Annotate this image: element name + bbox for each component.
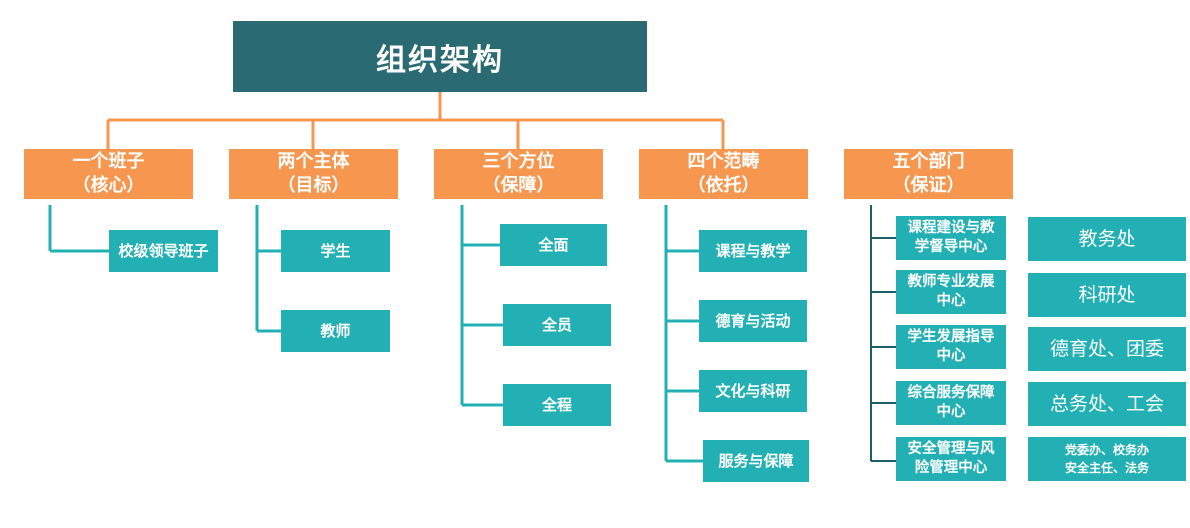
group-header-5: 五个部门 （保证） (844, 149, 1013, 199)
node-culture-research: 文化与科研 (699, 370, 807, 412)
group-header-1-subtitle: （核心） (72, 175, 145, 196)
office-party-school-line1: 党委办、校务办 (1064, 443, 1149, 457)
group-header-4-title: 四个范畴 (687, 151, 760, 172)
group-header-2-title: 两个主体 (277, 151, 350, 172)
group-header-2-subtitle: （目标） (277, 175, 350, 196)
group-header-3: 三个方位 （保障） (434, 149, 603, 199)
office-general-affairs: 总务处、工会 (1028, 382, 1186, 426)
group-header-4-subtitle: （依托） (687, 175, 760, 196)
group-header-3-subtitle: （保障） (482, 175, 555, 196)
node-whole-process: 全程 (503, 384, 611, 426)
office-academic-affairs: 教务处 (1028, 217, 1186, 261)
group-header-5-title: 五个部门 (892, 151, 965, 172)
office-safety-legal-line2: 安全主任、法务 (1064, 461, 1149, 475)
node-students: 学生 (281, 230, 390, 272)
group-header-5-subtitle: （保证） (892, 175, 965, 196)
node-teachers: 教师 (281, 310, 390, 352)
node-safety-risk-center: 安全管理与风险管理中心 (896, 437, 1006, 481)
node-student-guidance-center: 学生发展指导中心 (896, 325, 1006, 369)
node-all-staff: 全员 (503, 304, 611, 346)
group-header-4: 四个范畴 （依托） (639, 149, 808, 199)
group-header-1-title: 一个班子 (72, 151, 145, 172)
node-comprehensive: 全面 (500, 224, 607, 266)
office-moral-education: 德育处、团委 (1028, 327, 1186, 371)
group-header-1: 一个班子 （核心） (24, 149, 193, 199)
group-header-2: 两个主体 （目标） (229, 149, 398, 199)
chart-title: 组织架构 (233, 21, 647, 92)
group-header-3-title: 三个方位 (482, 151, 555, 172)
node-core-leadership: 校级领导班子 (109, 230, 218, 272)
office-party-school-safety: 党委办、校务办 安全主任、法务 (1028, 437, 1186, 481)
node-curriculum-supervision-center: 课程建设与教学督导中心 (896, 216, 1006, 260)
office-research: 科研处 (1028, 273, 1186, 317)
node-teacher-development-center: 教师专业发展中心 (896, 270, 1006, 314)
node-moral-activities: 德育与活动 (699, 300, 807, 342)
node-service-support: 服务与保障 (703, 440, 809, 482)
node-service-support-center: 综合服务保障中心 (896, 381, 1006, 425)
node-curriculum-teaching: 课程与教学 (699, 230, 807, 272)
